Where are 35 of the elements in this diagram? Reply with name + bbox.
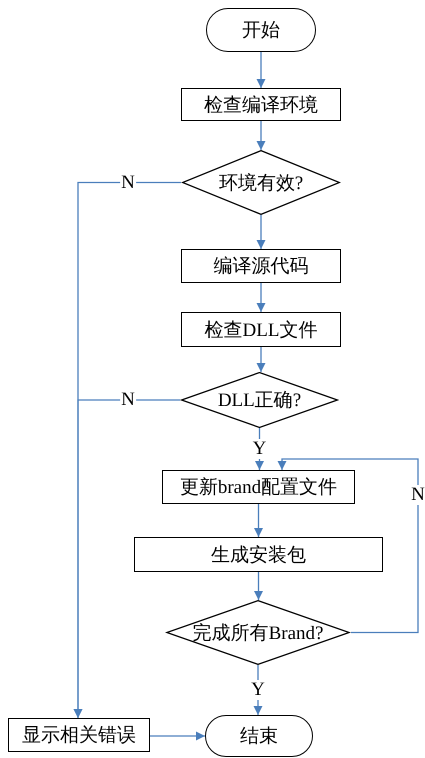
arrow	[254, 572, 263, 600]
decision-diamond	[165, 600, 351, 665]
terminal-shape	[206, 8, 316, 52]
edge-label: Y	[250, 680, 266, 700]
node-text: 生成安装包	[211, 544, 306, 568]
process-box	[181, 312, 341, 347]
arrow	[256, 121, 266, 150]
edge-label: N	[410, 485, 425, 505]
node-text: 检查DLL文件	[204, 318, 318, 342]
node-text: DLL正确?	[218, 389, 302, 413]
process-box	[134, 537, 383, 572]
node-text: 完成所有Brand?	[192, 622, 324, 646]
arrow	[256, 215, 266, 249]
node-text: 检查编译环境	[204, 94, 318, 118]
node-text: 显示相关错误	[22, 724, 136, 748]
node-text: 更新brand配置文件	[180, 476, 338, 500]
arrow	[74, 399, 180, 718]
process-box	[181, 249, 341, 283]
node-text: 编译源代码	[214, 255, 308, 279]
decision-diamond	[180, 372, 339, 428]
decision-diamond	[181, 150, 341, 215]
process-box	[8, 718, 150, 752]
arrow	[254, 504, 263, 537]
arrow	[278, 458, 419, 634]
node-text: 环境有效?	[218, 172, 304, 196]
arrow	[256, 52, 266, 88]
edge-label: Y	[252, 439, 268, 459]
process-box	[181, 88, 341, 121]
node-text: 开始	[242, 19, 280, 43]
arrow	[256, 283, 266, 312]
terminal-shape	[205, 715, 313, 757]
node-text: 结束	[240, 725, 278, 749]
arrow	[150, 732, 205, 740]
arrow	[256, 347, 266, 372]
process-box	[162, 470, 355, 504]
